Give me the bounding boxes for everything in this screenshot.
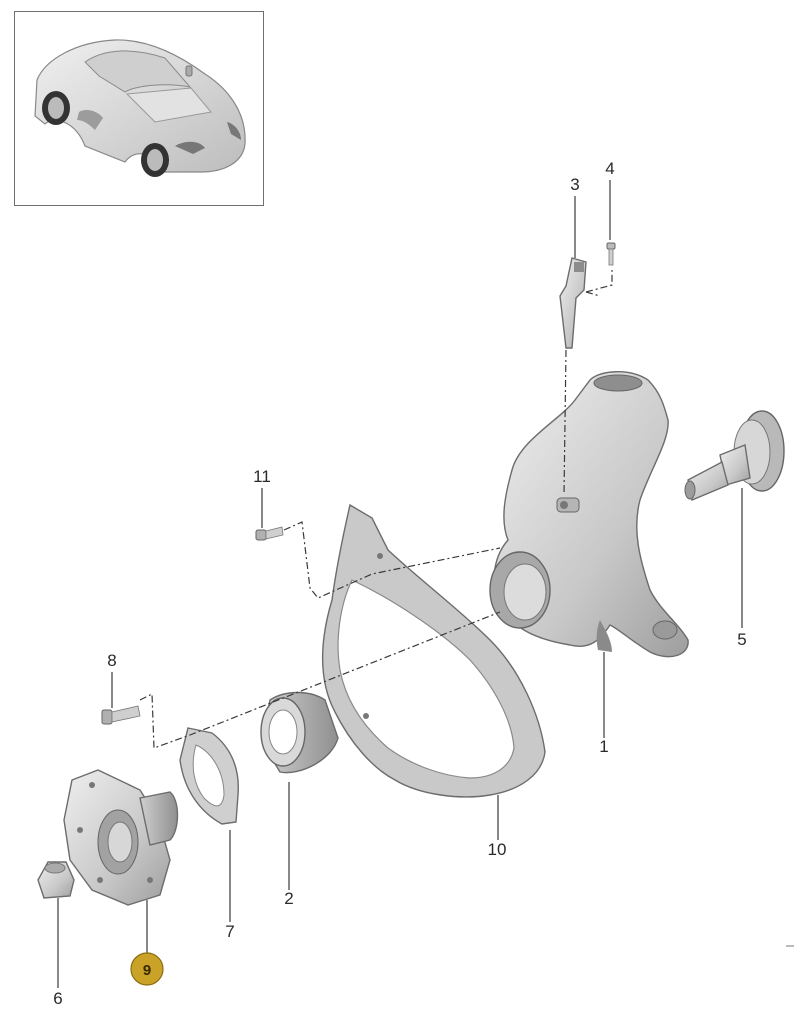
sports-car-icon xyxy=(34,39,246,177)
callout-10[interactable]: 10 xyxy=(488,840,507,859)
wheel-hub-part[interactable] xyxy=(63,769,179,906)
callout-9-highlight[interactable]: 9 xyxy=(130,952,164,986)
callout-6[interactable]: 6 xyxy=(53,989,62,1008)
wheel-carrier-part[interactable] xyxy=(489,371,689,658)
speed-sensor-part[interactable] xyxy=(559,257,587,349)
seal-plate-part[interactable] xyxy=(179,727,239,825)
callout-8[interactable]: 8 xyxy=(107,651,116,670)
callout-3[interactable]: 3 xyxy=(570,175,579,194)
dust-shield-part[interactable] xyxy=(321,503,546,798)
sensor-screw-part[interactable] xyxy=(606,242,616,266)
shield-bolt-part[interactable] xyxy=(255,526,284,541)
collar-nut-part[interactable] xyxy=(37,861,75,899)
callout-1[interactable]: 1 xyxy=(599,737,608,756)
assembly-lines xyxy=(139,270,613,749)
vehicle-thumbnail[interactable] xyxy=(14,11,264,206)
drive-shaft-part[interactable] xyxy=(684,410,785,501)
hub-bolt-part[interactable] xyxy=(101,705,141,725)
callout-11[interactable]: 11 xyxy=(253,467,271,486)
callout-5[interactable]: 5 xyxy=(737,630,746,649)
callout-7[interactable]: 7 xyxy=(225,922,234,941)
callout-4[interactable]: 4 xyxy=(605,159,614,178)
callouts: 3 4 11 5 1 8 2 7 10 6 9 xyxy=(53,159,746,1008)
wheel-bearing-part[interactable] xyxy=(260,691,339,774)
callout-2[interactable]: 2 xyxy=(284,889,293,908)
leader-lines xyxy=(57,180,743,988)
callout-9[interactable]: 9 xyxy=(143,962,151,979)
